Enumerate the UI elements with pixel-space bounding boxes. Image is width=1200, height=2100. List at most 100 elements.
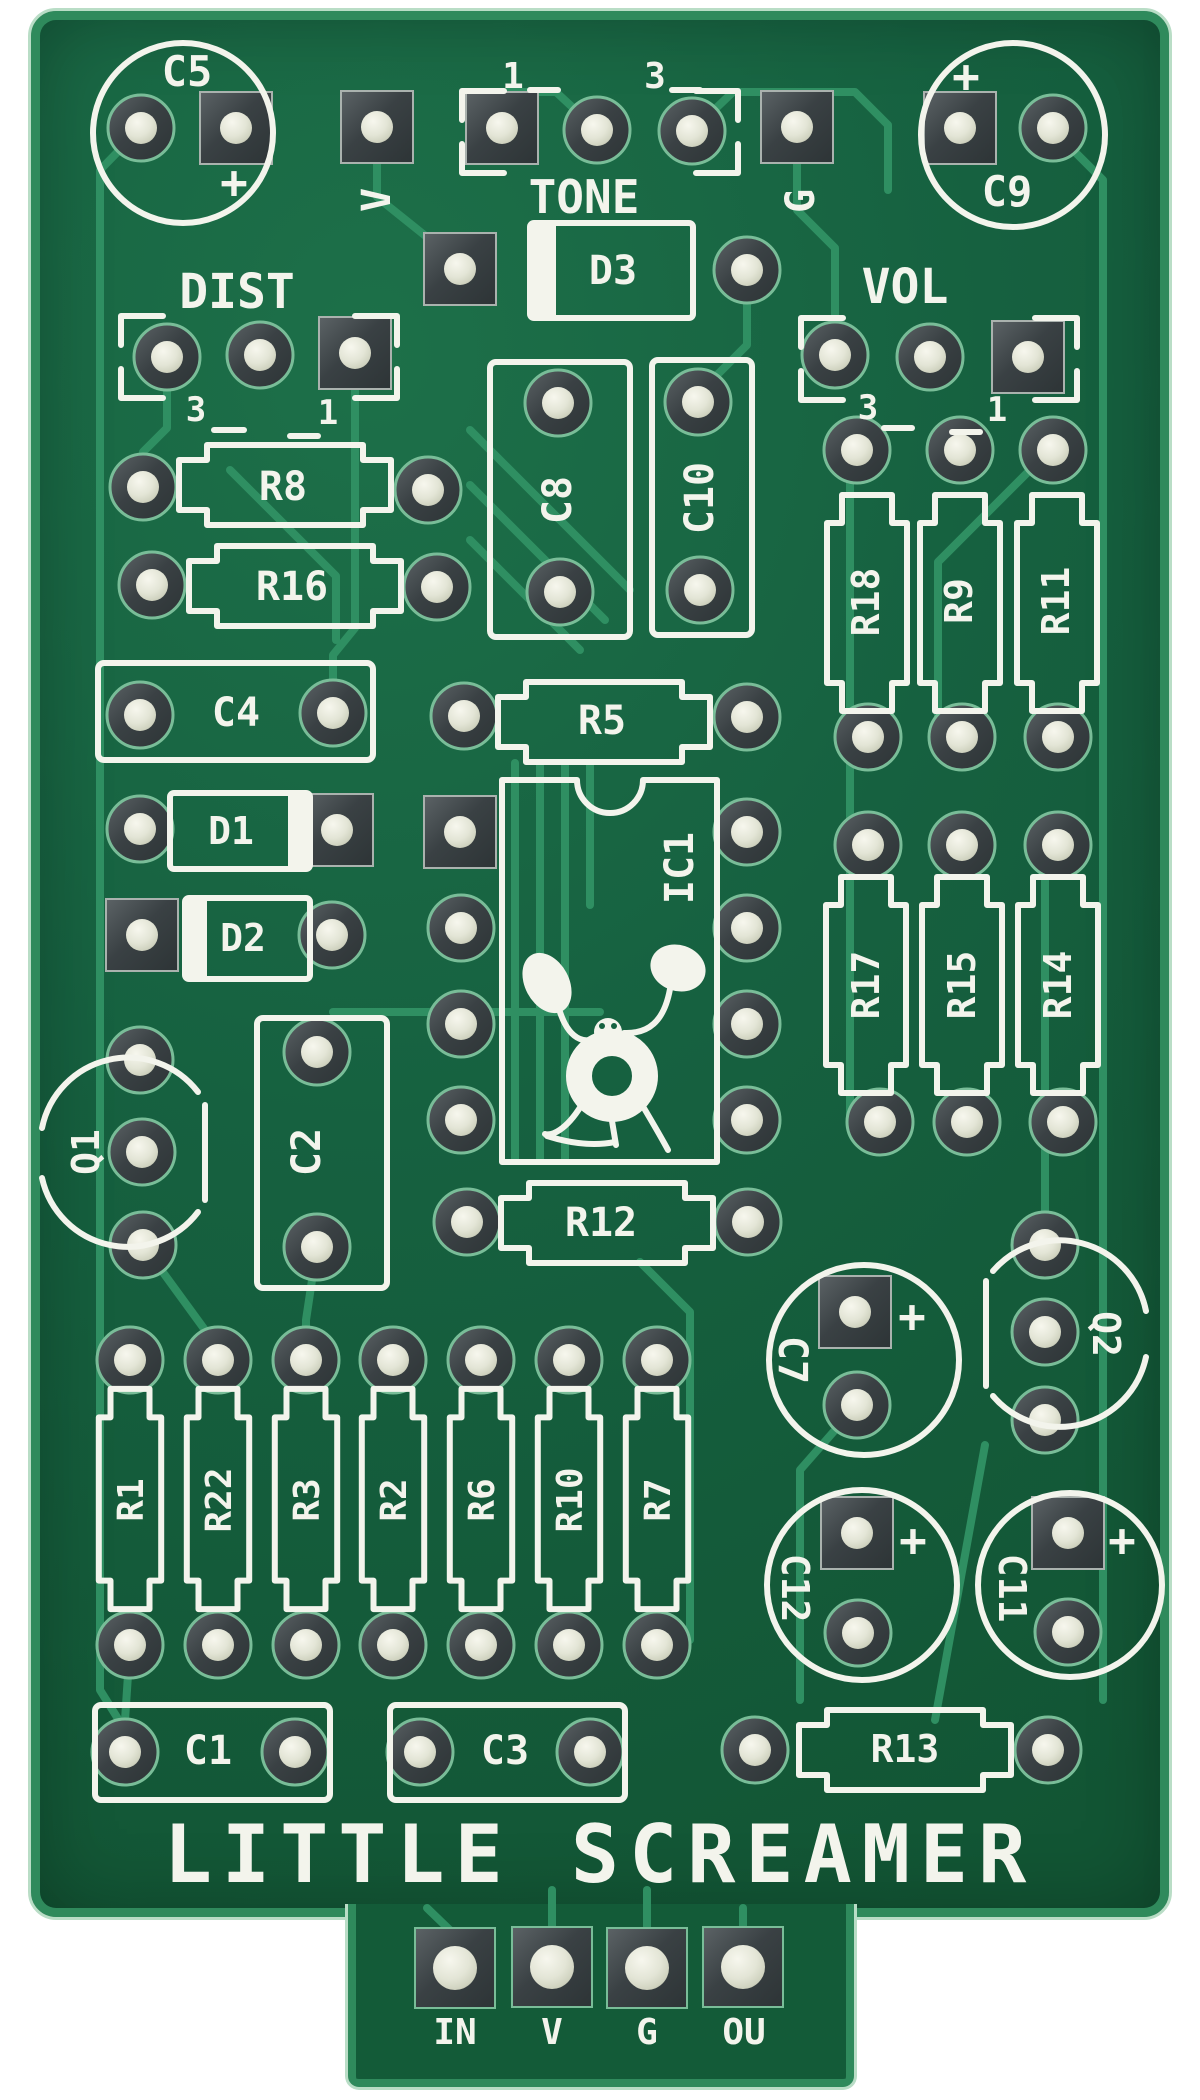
plus-mark-c11: +: [1108, 1513, 1136, 1567]
transistor-q2-outline: [990, 1237, 1149, 1314]
cap-c1-outline: [92, 1702, 333, 1803]
label-r10: R10: [550, 1467, 591, 1532]
pad-square: [105, 898, 179, 972]
cap-c9-outline: [918, 40, 1108, 230]
pad: [932, 1087, 1002, 1157]
pad: [108, 452, 178, 522]
pad: [426, 1085, 496, 1155]
pad: [523, 368, 593, 438]
label-c4: C4: [212, 690, 260, 736]
transistor-q2-outline: [990, 1354, 1149, 1430]
pad-square: [991, 320, 1065, 394]
tone-pin-3: 3: [644, 56, 666, 97]
pad: [385, 1717, 455, 1787]
label-c5: C5: [162, 47, 213, 96]
label-r12: R12: [565, 1200, 637, 1246]
pad: [183, 1610, 253, 1680]
pad: [358, 1610, 428, 1680]
pad: [1018, 415, 1088, 485]
label-r18: R18: [844, 568, 888, 637]
pad: [713, 1187, 783, 1257]
pad: [822, 1370, 892, 1440]
label-c12: C12: [773, 1554, 817, 1623]
label-r13: R13: [871, 1727, 940, 1771]
pad-v: [511, 1926, 593, 2008]
pad-square: [820, 1496, 894, 1570]
label-c2: C2: [284, 1128, 330, 1176]
diode-d1-outline: [167, 790, 313, 872]
pad: [663, 367, 733, 437]
label-c9: C9: [982, 167, 1033, 216]
cap-c11-outline: [975, 1490, 1165, 1680]
pad-square: [818, 1275, 892, 1349]
pad-out: [702, 1926, 784, 2008]
pad: [282, 1212, 352, 1282]
pad: [720, 1715, 790, 1785]
pad: [429, 681, 499, 751]
pad: [446, 1325, 516, 1395]
silkscreen-outlines: [39, 40, 1165, 1803]
pad: [271, 1325, 341, 1395]
pad: [895, 322, 965, 392]
pad: [90, 1717, 160, 1787]
pad: [402, 552, 472, 622]
pad-square: [340, 90, 414, 164]
label-r6: R6: [462, 1478, 503, 1521]
label-tone: TONE: [529, 170, 640, 224]
label-r1: R1: [111, 1478, 152, 1521]
label-vol: VOL: [862, 259, 949, 315]
pad: [1010, 1297, 1080, 1367]
label-dist: DIST: [179, 264, 295, 320]
tone-pin-1: 1: [502, 56, 524, 97]
pad: [562, 95, 632, 165]
pad-square: [760, 90, 834, 164]
pad: [426, 893, 496, 963]
pad: [1033, 1597, 1103, 1667]
pad: [393, 455, 463, 525]
label-d1: D1: [208, 809, 254, 853]
pad: [117, 550, 187, 620]
label-g-pad: G: [778, 189, 824, 213]
diode-d2-outline: [182, 895, 313, 982]
label-r7: R7: [638, 1478, 679, 1521]
pad: [107, 1117, 177, 1187]
pad: [525, 557, 595, 627]
label-r9: R9: [937, 578, 981, 624]
pad: [823, 1598, 893, 1668]
cap-c4-outline: [95, 660, 376, 763]
pad: [555, 1717, 625, 1787]
plus-mark-c5: +: [220, 155, 248, 209]
ic1-outline: [499, 777, 720, 1165]
label-c10: C10: [677, 462, 723, 534]
label-r8: R8: [259, 464, 307, 510]
pad: [712, 235, 782, 305]
label-c7: C7: [769, 1336, 815, 1384]
pad-square: [423, 232, 497, 306]
label-r3: R3: [287, 1478, 328, 1521]
pad: [225, 320, 295, 390]
pad: [446, 1610, 516, 1680]
pad: [712, 797, 782, 867]
pad: [282, 1017, 352, 1087]
diode-d3-cathode-bar: [530, 223, 556, 318]
dist-pin-1: 1: [318, 393, 338, 433]
cap-c12-outline: [764, 1487, 960, 1683]
pad: [845, 1087, 915, 1157]
label-ic1: IC1: [657, 832, 703, 904]
vol-pin-1: 1: [987, 390, 1007, 430]
pad: [106, 93, 176, 163]
label-r16: R16: [256, 564, 328, 610]
pad: [622, 1610, 692, 1680]
cap-c2-outline: [254, 1015, 390, 1291]
pad: [1013, 1715, 1083, 1785]
plus-mark-c7: +: [898, 1289, 926, 1343]
pad: [712, 893, 782, 963]
transistor-q1-outline: [39, 1175, 201, 1250]
pad: [1018, 93, 1088, 163]
label-r17: R17: [844, 951, 888, 1020]
pad: [426, 989, 496, 1059]
label-r2: R2: [374, 1478, 415, 1521]
cap-c7-outline: [766, 1262, 962, 1458]
